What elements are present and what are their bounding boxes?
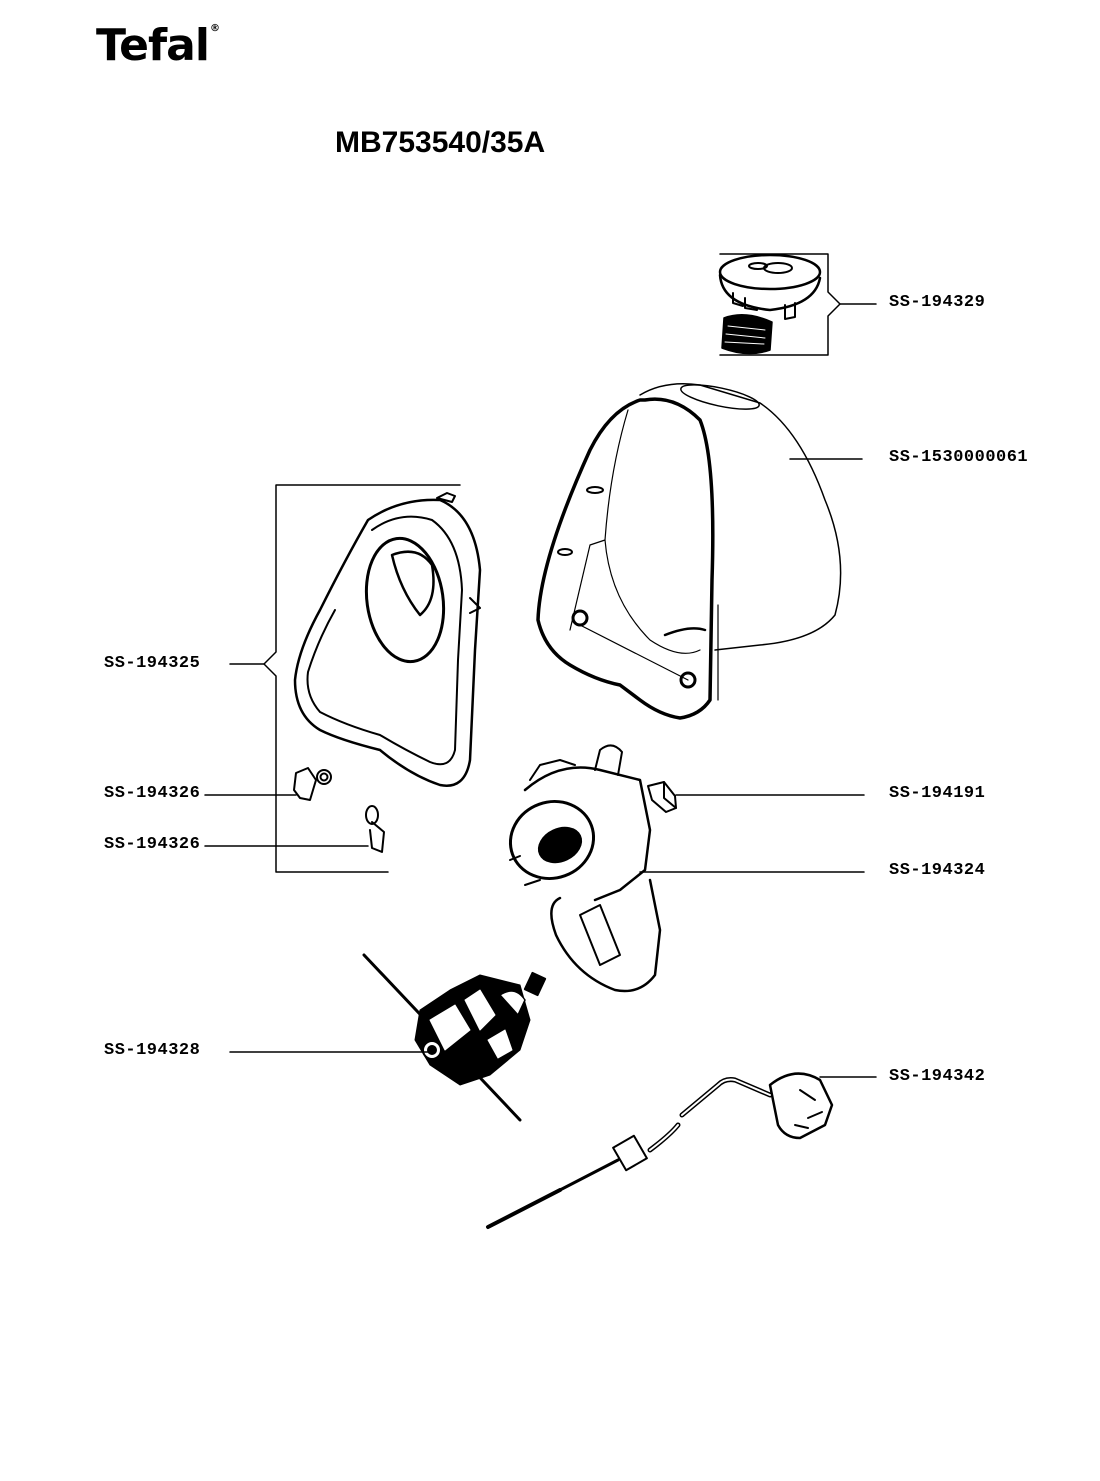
part-label-motor[interactable]: SS-194328 xyxy=(104,1041,201,1060)
brand-name: Tefal xyxy=(96,20,210,71)
part-label-housing-cover[interactable]: SS-1530000061 xyxy=(889,448,1029,467)
part-label-side-panel[interactable]: SS-194325 xyxy=(104,654,201,673)
part-motor-drawing[interactable] xyxy=(229,953,547,1122)
part-switch-drawing[interactable] xyxy=(647,781,865,813)
part-label-motor-housing[interactable]: SS-194324 xyxy=(889,861,986,880)
part-side-panel-drawing[interactable] xyxy=(293,492,482,787)
part-motor-housing-drawing[interactable] xyxy=(500,744,865,993)
model-number: MB753540/35A xyxy=(335,126,546,159)
part-housing-cover-drawing[interactable] xyxy=(536,380,863,720)
part-label-power-cord[interactable]: SS-194342 xyxy=(889,1067,986,1086)
bracket-lid xyxy=(719,253,877,356)
brand-logo: Tefal® xyxy=(96,23,220,68)
part-label-switch[interactable]: SS-194191 xyxy=(889,784,986,803)
bracket-side-panel xyxy=(229,484,461,873)
trademark-symbol: ® xyxy=(209,23,220,34)
part-clip-2-drawing[interactable] xyxy=(204,805,385,853)
part-label-clip-1[interactable]: SS-194326 xyxy=(104,784,201,803)
part-label-lid[interactable]: SS-194329 xyxy=(889,293,986,312)
part-power-cord-drawing[interactable] xyxy=(486,1072,877,1229)
part-label-clip-2[interactable]: SS-194326 xyxy=(104,835,201,854)
part-clip-1-drawing[interactable] xyxy=(204,767,332,801)
part-lid-drawing[interactable] xyxy=(718,253,822,355)
